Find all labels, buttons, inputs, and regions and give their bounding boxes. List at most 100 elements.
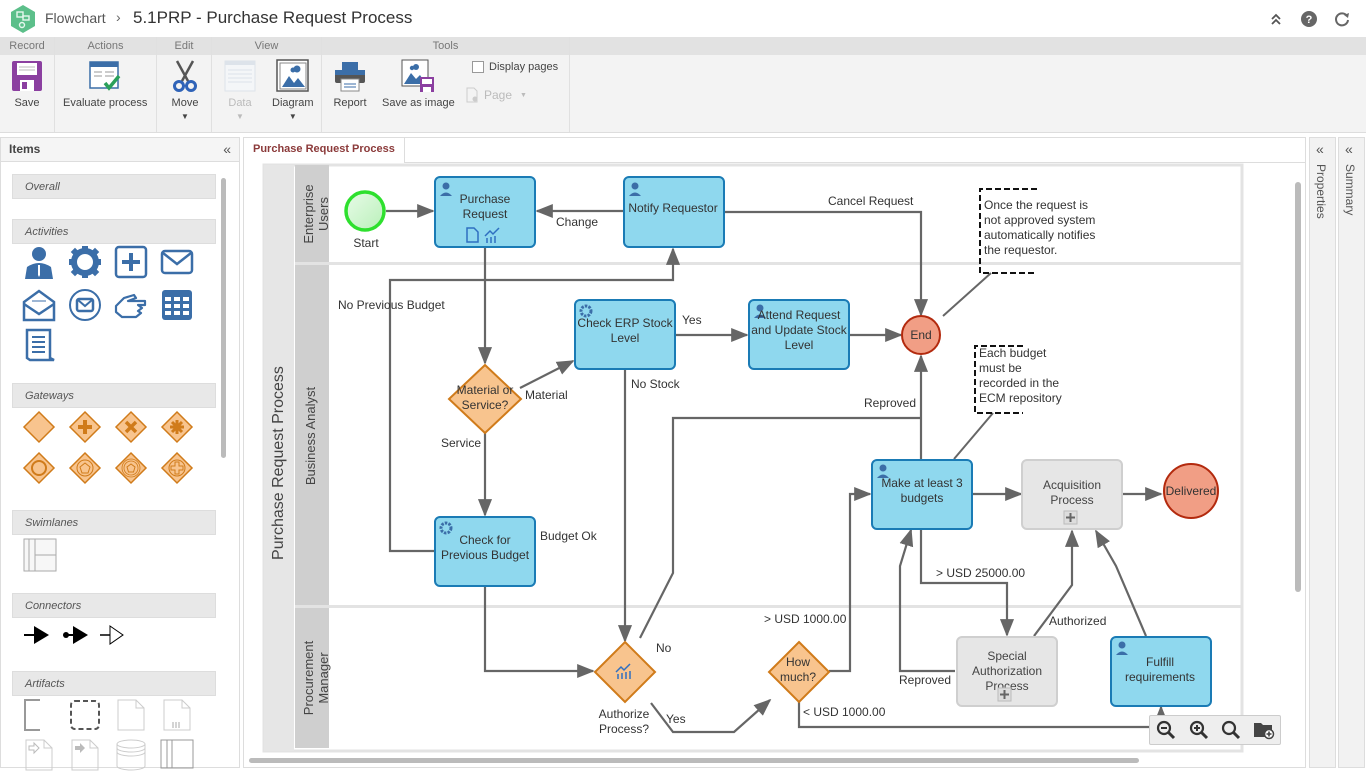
data-button[interactable]: Data ▼ <box>223 59 257 121</box>
flow-gt-25000[interactable] <box>919 530 1015 637</box>
expand-properties-icon[interactable]: « <box>1316 141 1324 157</box>
manual-task-icon[interactable] <box>114 288 148 322</box>
data-input-icon[interactable] <box>22 738 56 772</box>
flow-no-authorize[interactable] <box>639 416 921 639</box>
page-settings-icon <box>466 87 478 103</box>
inclusive-gateway-icon[interactable] <box>22 451 56 485</box>
event-gateway-icon[interactable] <box>68 451 102 485</box>
refresh-icon[interactable] <box>1332 9 1352 29</box>
text-annotation-frame[interactable] <box>979 188 1037 274</box>
zoom-out-icon[interactable] <box>1155 719 1177 741</box>
section-swimlanes[interactable]: Swimlanes <box>12 510 216 535</box>
display-pages-checkbox[interactable]: Display pages <box>472 61 558 73</box>
collapse-left-icon[interactable]: « <box>223 141 231 157</box>
data-object-icon[interactable] <box>114 698 148 732</box>
section-activities[interactable]: Activities <box>12 219 216 244</box>
move-button[interactable]: Move ▼ <box>168 59 202 121</box>
section-artifacts[interactable]: Artifacts <box>12 671 216 696</box>
start-event[interactable]: Start <box>344 190 386 250</box>
flow-material[interactable] <box>519 360 575 389</box>
flow-fulfill-to-acquisition[interactable] <box>1095 529 1148 637</box>
vertical-scrollbar[interactable] <box>1295 182 1301 592</box>
send-message-icon[interactable] <box>160 245 194 279</box>
flow-cancel-request[interactable] <box>724 210 929 317</box>
expand-plus-icon[interactable] <box>1063 510 1078 525</box>
script-icon[interactable] <box>22 328 56 362</box>
table-icon[interactable] <box>160 288 194 322</box>
group-icon[interactable] <box>68 698 102 732</box>
task-notify-requestor[interactable]: Notify Requestor <box>623 176 725 248</box>
checkbox-box[interactable] <box>472 61 484 73</box>
section-overall[interactable]: Overall <box>12 174 216 199</box>
lane-header-business-analyst[interactable] <box>295 265 329 605</box>
breadcrumb-flowchart[interactable]: Flowchart <box>45 10 106 26</box>
collapse-up-icon[interactable] <box>1266 9 1286 29</box>
lane-header-procurement-manager[interactable] <box>295 608 329 748</box>
flow-budget-ok[interactable] <box>483 587 595 679</box>
expand-summary-icon[interactable]: « <box>1345 141 1353 157</box>
flow-special-reproved[interactable] <box>898 528 955 673</box>
exclusive-gateway-icon[interactable] <box>22 410 56 444</box>
data-collection-icon[interactable] <box>160 698 194 732</box>
zoom-fit-icon[interactable] <box>1220 719 1242 741</box>
complex-gateway-icon[interactable] <box>160 410 194 444</box>
text-annotation-frame[interactable] <box>974 345 1023 414</box>
report-button[interactable]: Report <box>333 59 367 109</box>
swimlane-icon[interactable] <box>23 538 57 572</box>
service-task-icon[interactable] <box>68 245 102 279</box>
flow-yes-authorize[interactable] <box>650 698 772 734</box>
horizontal-scrollbar[interactable] <box>249 758 1139 763</box>
flow-labels: Change Cancel Request No Previous Budget… <box>338 194 1106 726</box>
association-icon[interactable] <box>98 618 132 652</box>
expand-plus-icon[interactable] <box>997 687 1012 702</box>
message-flow-icon[interactable] <box>61 618 95 652</box>
sequence-flow-icon[interactable] <box>22 618 56 652</box>
parallel-event-gateway-icon[interactable] <box>160 451 194 485</box>
open-folder-icon[interactable] <box>1253 719 1275 741</box>
sequence-flows <box>386 203 1169 734</box>
event-gateway-double-icon[interactable] <box>114 451 148 485</box>
diagram-button[interactable]: Diagram ▼ <box>272 59 314 121</box>
data-store-icon[interactable] <box>114 738 148 772</box>
lane-header-enterprise-users[interactable] <box>295 165 329 262</box>
properties-panel[interactable]: « Properties <box>1309 137 1336 768</box>
help-icon[interactable]: ? <box>1299 9 1319 29</box>
end-event[interactable]: End <box>901 315 941 355</box>
user-task-icon[interactable] <box>22 245 56 279</box>
save-as-image-button[interactable]: Save as image <box>382 59 455 109</box>
section-connectors[interactable]: Connectors <box>12 593 216 618</box>
parallel-gateway-icon[interactable] <box>68 410 102 444</box>
tab-purchase-request-process[interactable]: Purchase Request Process <box>244 138 405 163</box>
exclusive-x-gateway-icon[interactable] <box>114 410 148 444</box>
lane-icon[interactable] <box>160 738 194 772</box>
section-gateways[interactable]: Gateways <box>12 383 216 408</box>
flow-authorized[interactable] <box>1033 529 1080 637</box>
flow-gt-1000[interactable] <box>829 486 872 673</box>
evaluate-process-button[interactable]: Evaluate process <box>63 59 147 109</box>
zoom-in-icon[interactable] <box>1188 719 1210 741</box>
items-scrollbar[interactable] <box>221 178 226 458</box>
data-output-icon[interactable] <box>68 738 102 772</box>
annotation-icon[interactable] <box>22 698 56 732</box>
diagram-canvas[interactable]: Purchase Request Process Purchase Reques… <box>243 137 1306 768</box>
pool-header[interactable] <box>264 165 294 751</box>
end-event-delivered[interactable]: Delivered <box>1163 463 1219 519</box>
page-button[interactable]: Page ▼ <box>464 87 527 103</box>
save-button[interactable]: Save <box>10 59 44 109</box>
message-event-icon[interactable] <box>68 288 102 322</box>
subprocess-icon[interactable] <box>114 245 148 279</box>
summary-panel[interactable]: « Summary <box>1338 137 1365 768</box>
receive-message-icon[interactable] <box>22 288 56 322</box>
flow-no-previous-budget[interactable] <box>388 247 681 553</box>
